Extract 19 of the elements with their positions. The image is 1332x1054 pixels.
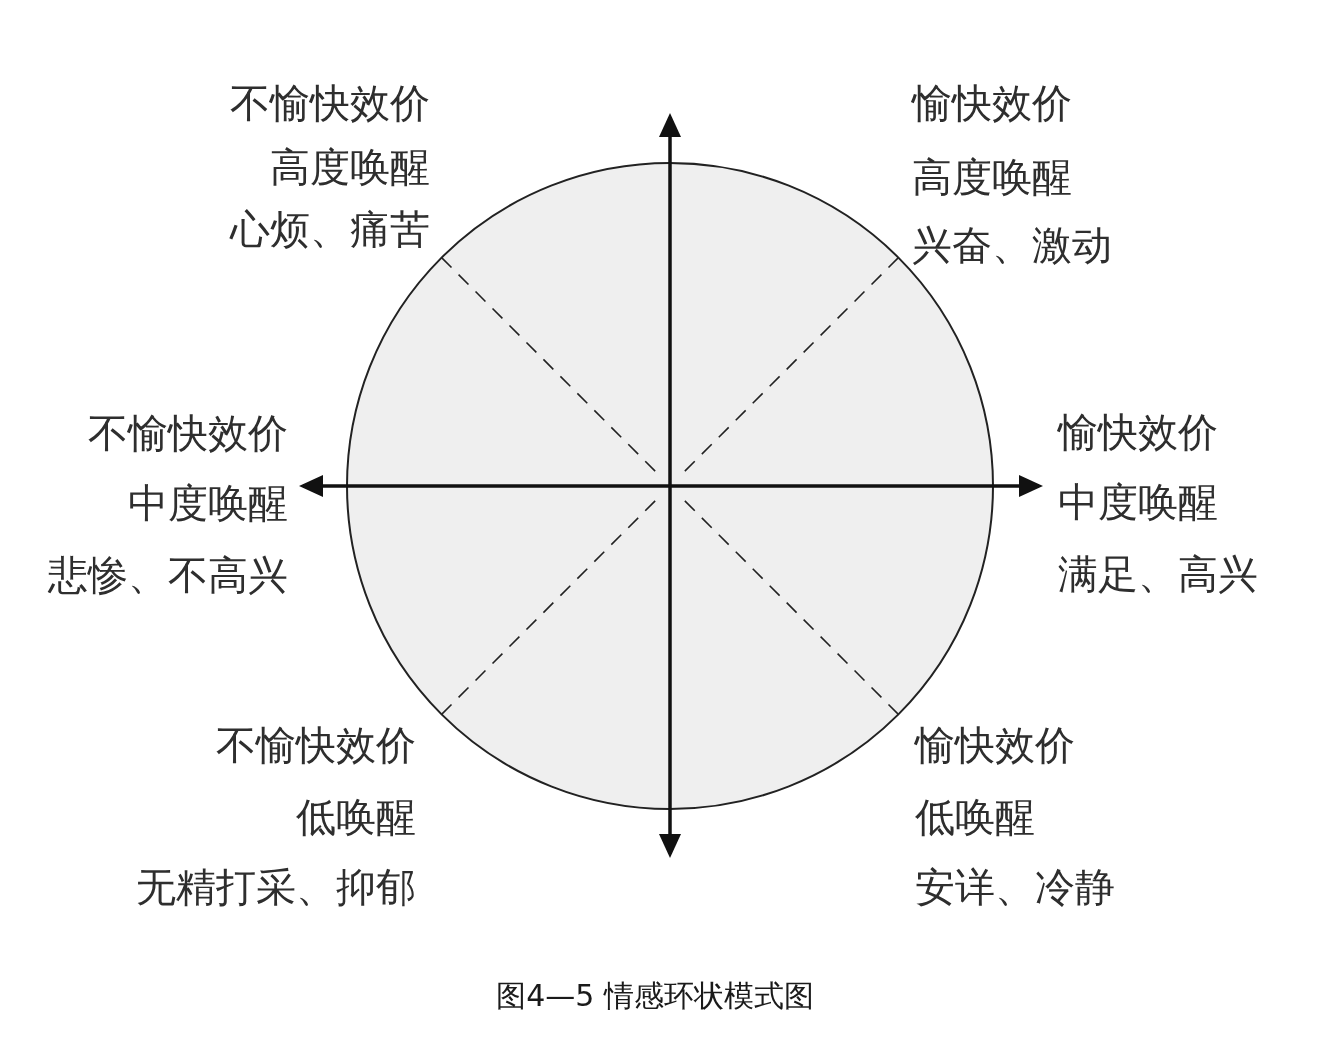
figure-caption: 图4—5 情感环状模式图	[496, 977, 814, 1015]
emotion-label: 兴奋、激动	[912, 221, 1112, 269]
emotion-label: 满足、高兴	[1058, 550, 1258, 598]
valence-label: 愉快效价	[1058, 408, 1218, 456]
arousal-label: 中度唤醒	[128, 479, 288, 527]
valence-label: 不愉快效价	[230, 79, 430, 127]
arousal-label: 低唤醒	[915, 793, 1035, 841]
arousal-label: 高度唤醒	[912, 153, 1072, 201]
valence-label: 愉快效价	[912, 79, 1072, 127]
valence-label: 愉快效价	[915, 721, 1075, 769]
emotion-label: 心烦、痛苦	[230, 205, 430, 253]
arousal-label: 高度唤醒	[270, 143, 430, 191]
arousal-label: 低唤醒	[296, 793, 416, 841]
emotion-label: 无精打采、抑郁	[136, 863, 416, 911]
emotion-label: 悲惨、不高兴	[48, 551, 288, 599]
valence-label: 不愉快效价	[88, 409, 288, 457]
arousal-label: 中度唤醒	[1058, 478, 1218, 526]
valence-label: 不愉快效价	[216, 721, 416, 769]
emotion-label: 安详、冷静	[915, 863, 1115, 911]
